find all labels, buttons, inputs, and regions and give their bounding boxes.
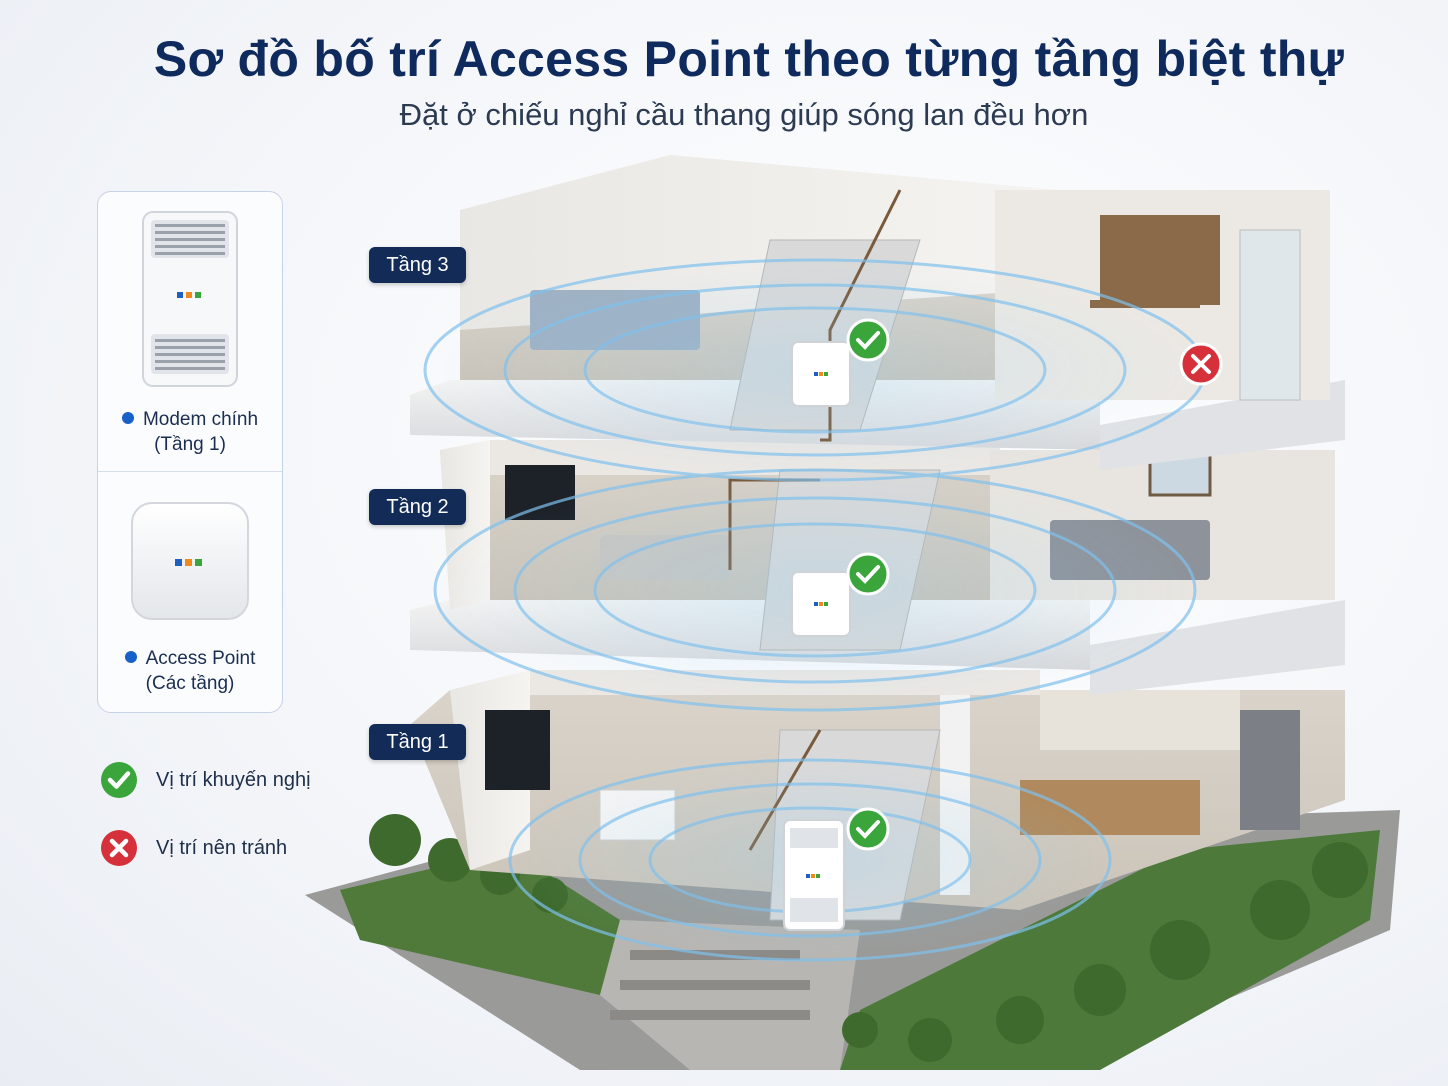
legend-divider (98, 471, 282, 472)
access-point-icon (791, 341, 851, 407)
check-icon (101, 762, 137, 798)
villa-cutaway-illustration (305, 155, 1400, 1070)
legend-avoid: Vị trí nên tránh (100, 828, 287, 868)
page-title: Sơ đồ bố trí Access Point theo từng tầng… (153, 31, 1345, 87)
bullet-dot-icon (121, 412, 134, 424)
bullet-dot-icon (124, 651, 137, 663)
modem-label: Modem chính (98, 407, 282, 433)
access-point-icon (791, 571, 851, 637)
floor-tag-2: Tầng 2 (369, 489, 466, 525)
modem-image (142, 211, 238, 387)
access-point-image (131, 502, 249, 620)
check-icon (846, 807, 890, 851)
check-icon (846, 318, 890, 362)
page-subtitle: Đặt ở chiếu nghỉ cầu thang giúp sóng lan… (399, 97, 1089, 132)
router-icon (783, 819, 845, 931)
x-icon (1179, 342, 1223, 386)
legend-recommended: Vị trí khuyến nghị (100, 760, 311, 800)
check-icon (846, 552, 890, 596)
x-icon (101, 830, 137, 866)
ap-label: Access Point (98, 646, 282, 672)
floor-tag-1: Tầng 1 (369, 724, 466, 760)
modem-sublabel: (Tầng 1) (154, 434, 226, 455)
device-legend: Modem chính (Tầng 1) Access Point (Các t… (97, 191, 283, 713)
ap-sublabel: (Các tầng) (145, 673, 235, 694)
floor-tag-3: Tầng 3 (369, 247, 466, 283)
